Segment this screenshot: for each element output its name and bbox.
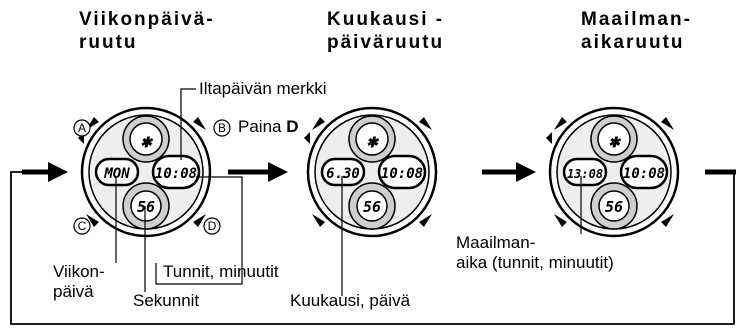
arrow-to-world-time [482,162,536,182]
weekday-label: Viikon- päivä [53,262,105,301]
world-time-label: Maailman- aika (tunnit, minuutit) [456,233,614,272]
time-display: 10:08 [623,166,665,182]
arrow-entry-head [22,162,68,182]
callout-leaders [115,88,582,296]
month-day-display: 6.30 [326,166,360,182]
time-display: 10:08 [155,166,197,182]
button-c-label: C [78,219,87,233]
heading-world-time-screen: Maailman- aikaruutu [581,9,692,53]
seconds-display: 56 [605,198,623,216]
watch-top-symbol: ✱ [367,131,380,152]
seconds-label: Sekunnit [133,291,200,310]
world-time-display: 13:08 [567,167,603,181]
watch-month-day: ✱ 6.30 10:08 56 [302,106,438,238]
button-d-label: D [208,219,217,233]
pm-indicator-label: Iltapäivän merkki [199,79,327,98]
month-day-label: Kuukausi, päivä [290,291,411,310]
seconds-display: 56 [363,198,381,216]
watch-top-symbol: ✱ [141,131,154,152]
weekday-display: MON [103,166,130,182]
watch-weekday: ✱ MON 10:08 56 [76,106,212,238]
button-b-label: B [218,121,226,135]
time-display: 10:08 [381,166,423,182]
watch-top-symbol: ✱ [609,131,622,152]
press-prefix: Paina [238,117,287,136]
heading-month-day-screen: Kuukausi - päiväruutu [327,9,445,53]
press-d-instruction: Paina D [238,117,298,137]
arrow-to-month-day [228,162,288,182]
heading-weekday-screen: Viikonpäivä- ruutu [79,9,215,53]
button-a-label: A [78,121,86,135]
seconds-display: 56 [137,198,155,216]
press-key: D [286,117,299,136]
hours-minutes-label: Tunnit, minuutit [163,262,279,281]
watch-world-time: ✱ 13:08 10:08 56 [544,106,680,238]
